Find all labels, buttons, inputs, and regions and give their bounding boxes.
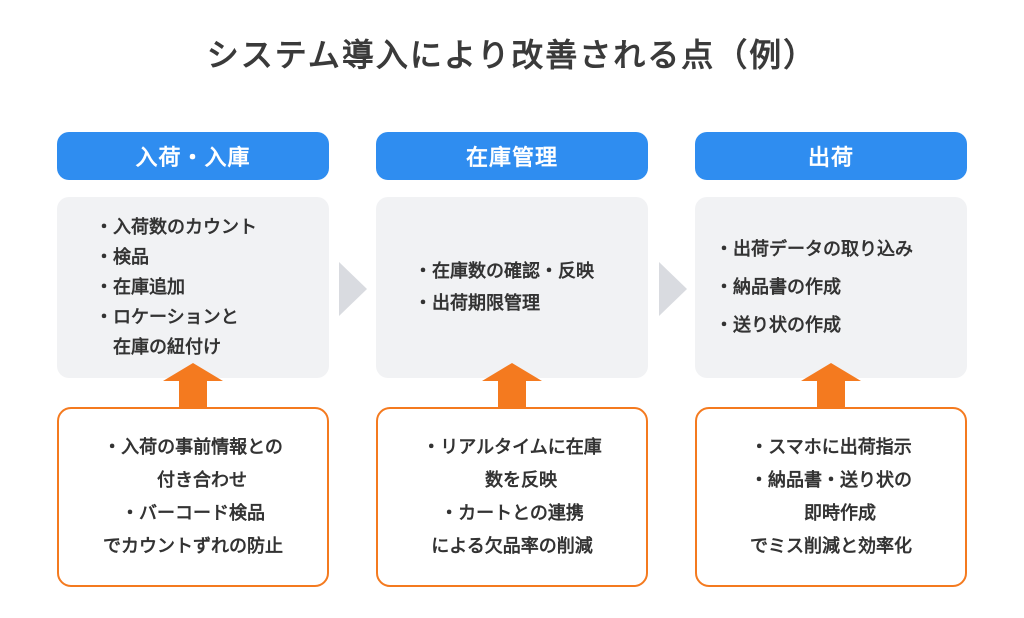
task-item: ・入荷数のカウント [95, 216, 257, 238]
arrow-up-icon [163, 363, 223, 409]
page-title: システム導入により改善される点（例） [206, 36, 818, 74]
improvement-item: ・カートとの連携 [440, 503, 584, 524]
improvement-item: ・納品書・送り状の [750, 470, 912, 491]
task-item: ・検品 [95, 246, 149, 268]
header-receiving: 入荷・入庫 [57, 132, 329, 180]
improvement-item: 即時作成 [786, 503, 876, 524]
improvements-receiving: ・入荷の事前情報との 付き合わせ ・バーコード検品 でカウントずれの防止 [57, 407, 329, 587]
improvement-item: 付き合わせ [139, 470, 247, 491]
improvement-item: による欠品率の削減 [431, 536, 593, 557]
improvement-item: ・入荷の事前情報との [103, 437, 283, 458]
improvements-shipping: ・スマホに出荷指示 ・納品書・送り状の 即時作成 でミス削減と効率化 [695, 407, 967, 587]
arrow-up-icon [482, 363, 542, 409]
task-item: ・送り状の作成 [715, 314, 841, 336]
improvement-item: ・スマホに出荷指示 [750, 437, 912, 458]
chevron-right-icon [339, 262, 367, 316]
task-item: ・納品書の作成 [715, 276, 841, 298]
current-tasks-shipping: ・出荷データの取り込み ・納品書の作成 ・送り状の作成 [695, 197, 967, 378]
header-inventory: 在庫管理 [376, 132, 648, 180]
task-item: ・ロケーションと [95, 306, 239, 328]
task-item: ・在庫数の確認・反映 [414, 260, 594, 282]
header-shipping: 出荷 [695, 132, 967, 180]
improvement-item: でカウントずれの防止 [103, 536, 283, 557]
improvement-item: 数を反映 [467, 470, 557, 491]
chevron-right-icon [659, 262, 687, 316]
improvement-item: ・バーコード検品 [121, 503, 265, 524]
improvement-item: でミス削減と効率化 [750, 536, 912, 557]
task-item: ・在庫追加 [95, 276, 185, 298]
current-tasks-receiving: ・入荷数のカウント ・検品 ・在庫追加 ・ロケーションと 在庫の紐付け [57, 197, 329, 378]
improvements-inventory: ・リアルタイムに在庫 数を反映 ・カートとの連携 による欠品率の削減 [376, 407, 648, 587]
task-item: ・出荷データの取り込み [715, 238, 913, 260]
improvement-item: ・リアルタイムに在庫 [422, 437, 602, 458]
task-item: ・出荷期限管理 [414, 292, 540, 314]
arrow-up-icon [801, 363, 861, 409]
current-tasks-inventory: ・在庫数の確認・反映 ・出荷期限管理 [376, 197, 648, 378]
task-item: 在庫の紐付け [95, 336, 221, 358]
